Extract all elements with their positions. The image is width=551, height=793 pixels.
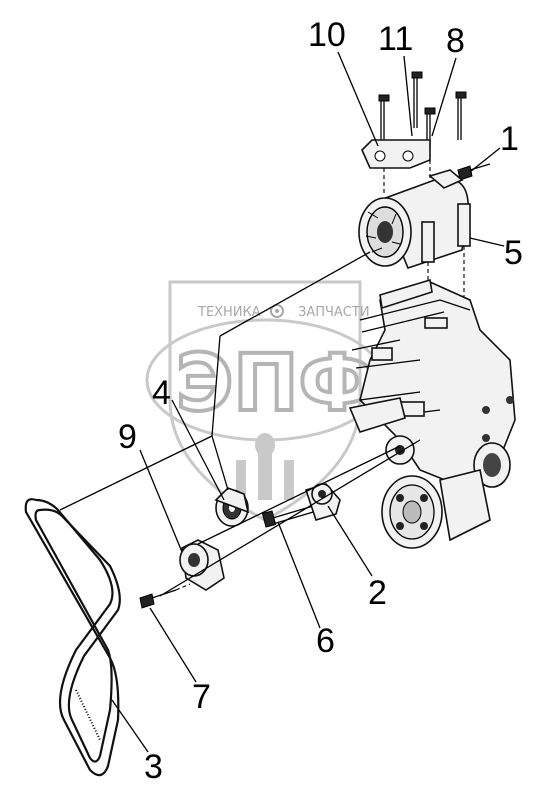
callout-2: 2: [368, 574, 387, 612]
callout-4: 4: [152, 374, 171, 412]
callout-9: 9: [118, 418, 137, 456]
leader-lines: [111, 51, 505, 753]
drive-belt-3: [24, 498, 121, 777]
mount-bracket: [361, 139, 431, 195]
bolt-10: [378, 94, 390, 140]
ac-compressor: [358, 169, 471, 269]
callout-6: 6: [316, 622, 335, 660]
crank-pulley: [381, 469, 491, 549]
routing-lines: [59, 251, 421, 597]
callout-labels: 10 11 8 1 5 4 9 2 6 7 3: [118, 16, 523, 786]
bolt-11: [411, 71, 423, 128]
wheat-icon: [236, 433, 294, 500]
watermark-text-left: ТЕХНИКА: [197, 305, 261, 320]
callout-8: 8: [446, 22, 465, 60]
tensioner-assembly: [261, 483, 341, 528]
tensioner-pulley-9: [179, 539, 225, 591]
bolt-group: [378, 71, 467, 148]
callout-11: 11: [378, 20, 413, 58]
watermark: ТЕХНИКА ЗАПЧАСТИ ЭПФ: [145, 280, 385, 522]
callout-5: 5: [504, 234, 523, 272]
bolt-8b: [455, 91, 467, 140]
callout-3: 3: [144, 748, 163, 786]
engine-bracket: [348, 278, 516, 491]
callout-1: 1: [500, 120, 519, 158]
watermark-text-right: ЗАПЧАСТИ: [298, 305, 370, 320]
watermark-logo-text: ЭПФ: [176, 339, 376, 429]
bolt-1: [457, 163, 491, 181]
gear-icon: [270, 304, 284, 318]
callout-10: 10: [308, 16, 346, 54]
bolt-7: [139, 583, 191, 609]
callout-7: 7: [192, 678, 211, 716]
